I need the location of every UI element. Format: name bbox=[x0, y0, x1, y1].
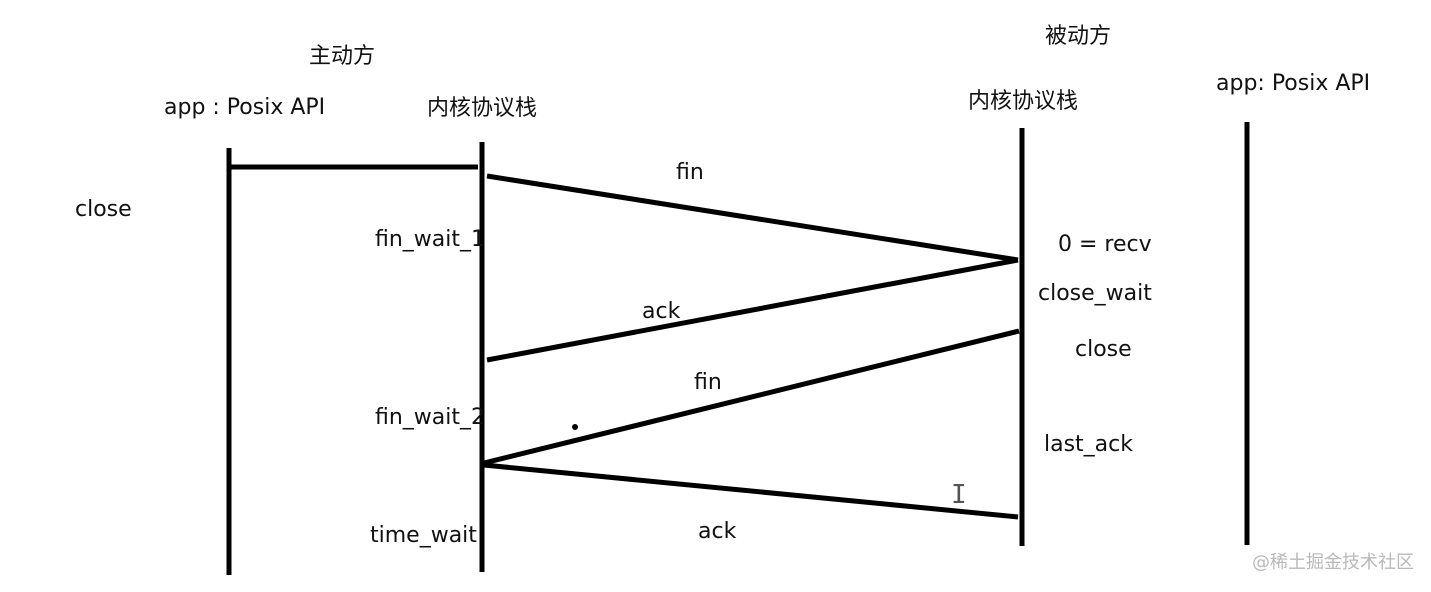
lane-label-active-app: app : Posix API bbox=[164, 95, 326, 120]
state-time-wait: time_wait bbox=[370, 523, 477, 548]
message-label-fin-1: fin bbox=[676, 160, 704, 185]
state-last-ack: last_ack bbox=[1044, 432, 1133, 457]
message-label-ack-2: ack bbox=[698, 519, 737, 544]
message-fin-2 bbox=[483, 328, 1020, 466]
message-label-fin-2: fin bbox=[694, 370, 722, 395]
message-ack-1 bbox=[486, 257, 1019, 363]
state-fin-wait-2: fin_wait_2 bbox=[375, 405, 486, 430]
message-ack-2 bbox=[483, 462, 1019, 520]
message-fin-1 bbox=[486, 173, 1019, 263]
text-cursor-icon: I bbox=[951, 480, 967, 510]
state-close-wait: close_wait bbox=[1038, 281, 1152, 306]
header-passive-side: 被动方 bbox=[1045, 24, 1112, 49]
stray-dot bbox=[572, 424, 578, 430]
lane-label-passive-app: app: Posix API bbox=[1216, 71, 1371, 96]
watermark: @稀土掘金技术社区 bbox=[1252, 552, 1414, 573]
state-passive-close: close bbox=[1075, 337, 1132, 362]
state-recv-zero: 0 = recv bbox=[1058, 232, 1152, 257]
state-close-call: close bbox=[75, 197, 132, 222]
state-fin-wait-1: fin_wait_1 bbox=[375, 227, 486, 252]
lane-label-passive-kernel: 内核协议栈 bbox=[968, 89, 1079, 114]
header-active-side: 主动方 bbox=[309, 44, 376, 69]
message-label-ack-1: ack bbox=[642, 299, 681, 324]
lane-label-active-kernel: 内核协议栈 bbox=[427, 96, 538, 121]
